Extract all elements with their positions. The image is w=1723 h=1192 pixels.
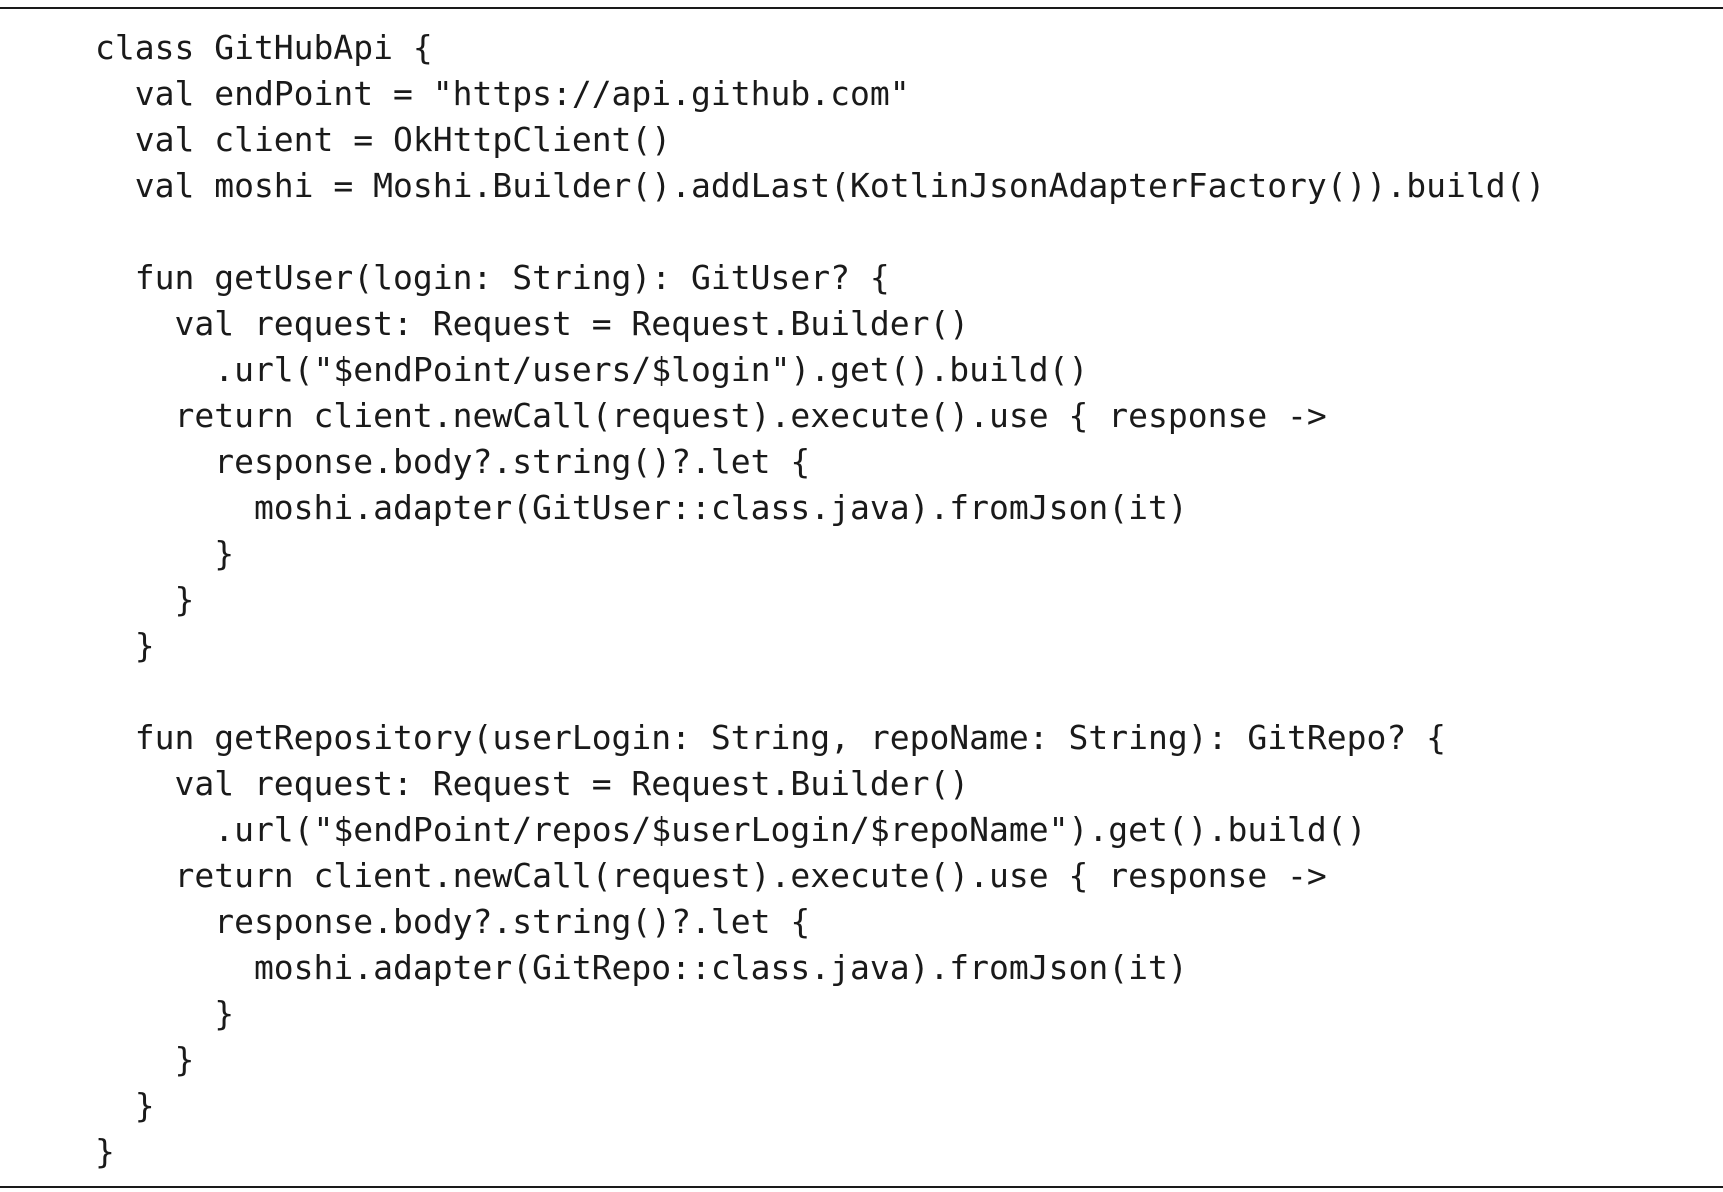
code-line xyxy=(95,669,1545,715)
code-line: class GitHubApi { xyxy=(95,28,433,67)
code-line: response.body?.string()?.let { xyxy=(95,902,811,941)
code-line: } xyxy=(95,1086,155,1125)
code-line: val request: Request = Request.Builder() xyxy=(95,764,970,803)
code-line: return client.newCall(request).execute()… xyxy=(95,856,1327,895)
code-line: fun getRepository(userLogin: String, rep… xyxy=(95,718,1447,757)
code-line: } xyxy=(95,1040,195,1079)
code-listing: class GitHubApi { val endPoint = "https:… xyxy=(95,25,1545,1175)
code-line: } xyxy=(95,994,235,1033)
code-line: } xyxy=(95,626,155,665)
code-line: fun getUser(login: String): GitUser? { xyxy=(95,258,890,297)
code-line: .url("$endPoint/users/$login").get().bui… xyxy=(95,350,1089,389)
code-line: val endPoint = "https://api.github.com" xyxy=(95,74,910,113)
code-line: .url("$endPoint/repos/$userLogin/$repoNa… xyxy=(95,810,1367,849)
code-line: moshi.adapter(GitUser::class.java).fromJ… xyxy=(95,488,1188,527)
code-line: } xyxy=(95,580,195,619)
bottom-rule xyxy=(0,1186,1723,1188)
code-line: val client = OkHttpClient() xyxy=(95,120,672,159)
code-line: val request: Request = Request.Builder() xyxy=(95,304,970,343)
code-line: } xyxy=(95,1132,115,1171)
code-line: val moshi = Moshi.Builder().addLast(Kotl… xyxy=(95,166,1546,205)
code-line: moshi.adapter(GitRepo::class.java).fromJ… xyxy=(95,948,1188,987)
code-line: response.body?.string()?.let { xyxy=(95,442,811,481)
code-line xyxy=(95,209,1545,255)
top-rule xyxy=(0,7,1723,9)
code-line: return client.newCall(request).execute()… xyxy=(95,396,1327,435)
code-line: } xyxy=(95,534,235,573)
